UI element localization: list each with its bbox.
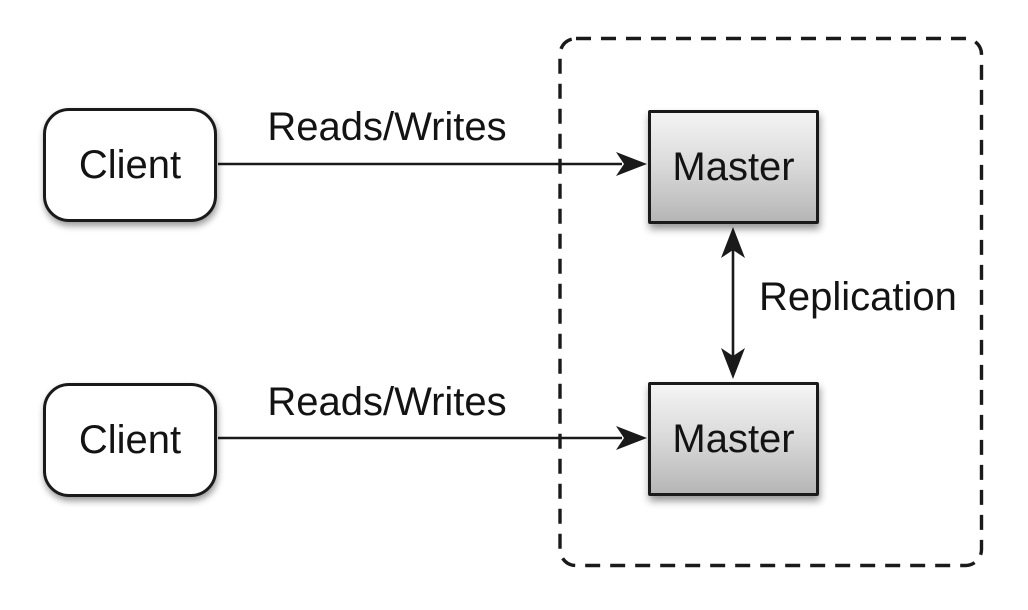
arrowhead-right-icon bbox=[616, 152, 647, 176]
arrowhead-up-icon bbox=[721, 227, 745, 258]
edge-label-reads-writes-bottom: Reads/Writes bbox=[267, 380, 507, 424]
edge-label-replication: Replication bbox=[759, 275, 957, 319]
edge-label-reads-writes-top: Reads/Writes bbox=[267, 105, 507, 149]
edge-replication bbox=[721, 227, 745, 379]
node-client-bottom-label: Client bbox=[78, 418, 182, 462]
node-master-top: Master bbox=[648, 110, 819, 224]
node-master-top-label: Master bbox=[672, 145, 795, 189]
node-client-top: Client bbox=[43, 108, 217, 222]
master-cluster-dashed-border bbox=[558, 36, 984, 568]
node-master-bottom-label: Master bbox=[672, 417, 795, 461]
edge-reads-writes-bottom bbox=[218, 426, 647, 450]
arrowhead-down-icon bbox=[721, 348, 745, 379]
arrowhead-right-icon bbox=[616, 426, 647, 450]
node-client-bottom: Client bbox=[43, 383, 217, 497]
node-master-bottom: Master bbox=[648, 382, 819, 496]
edge-reads-writes-top bbox=[218, 152, 647, 176]
node-client-top-label: Client bbox=[78, 143, 182, 187]
